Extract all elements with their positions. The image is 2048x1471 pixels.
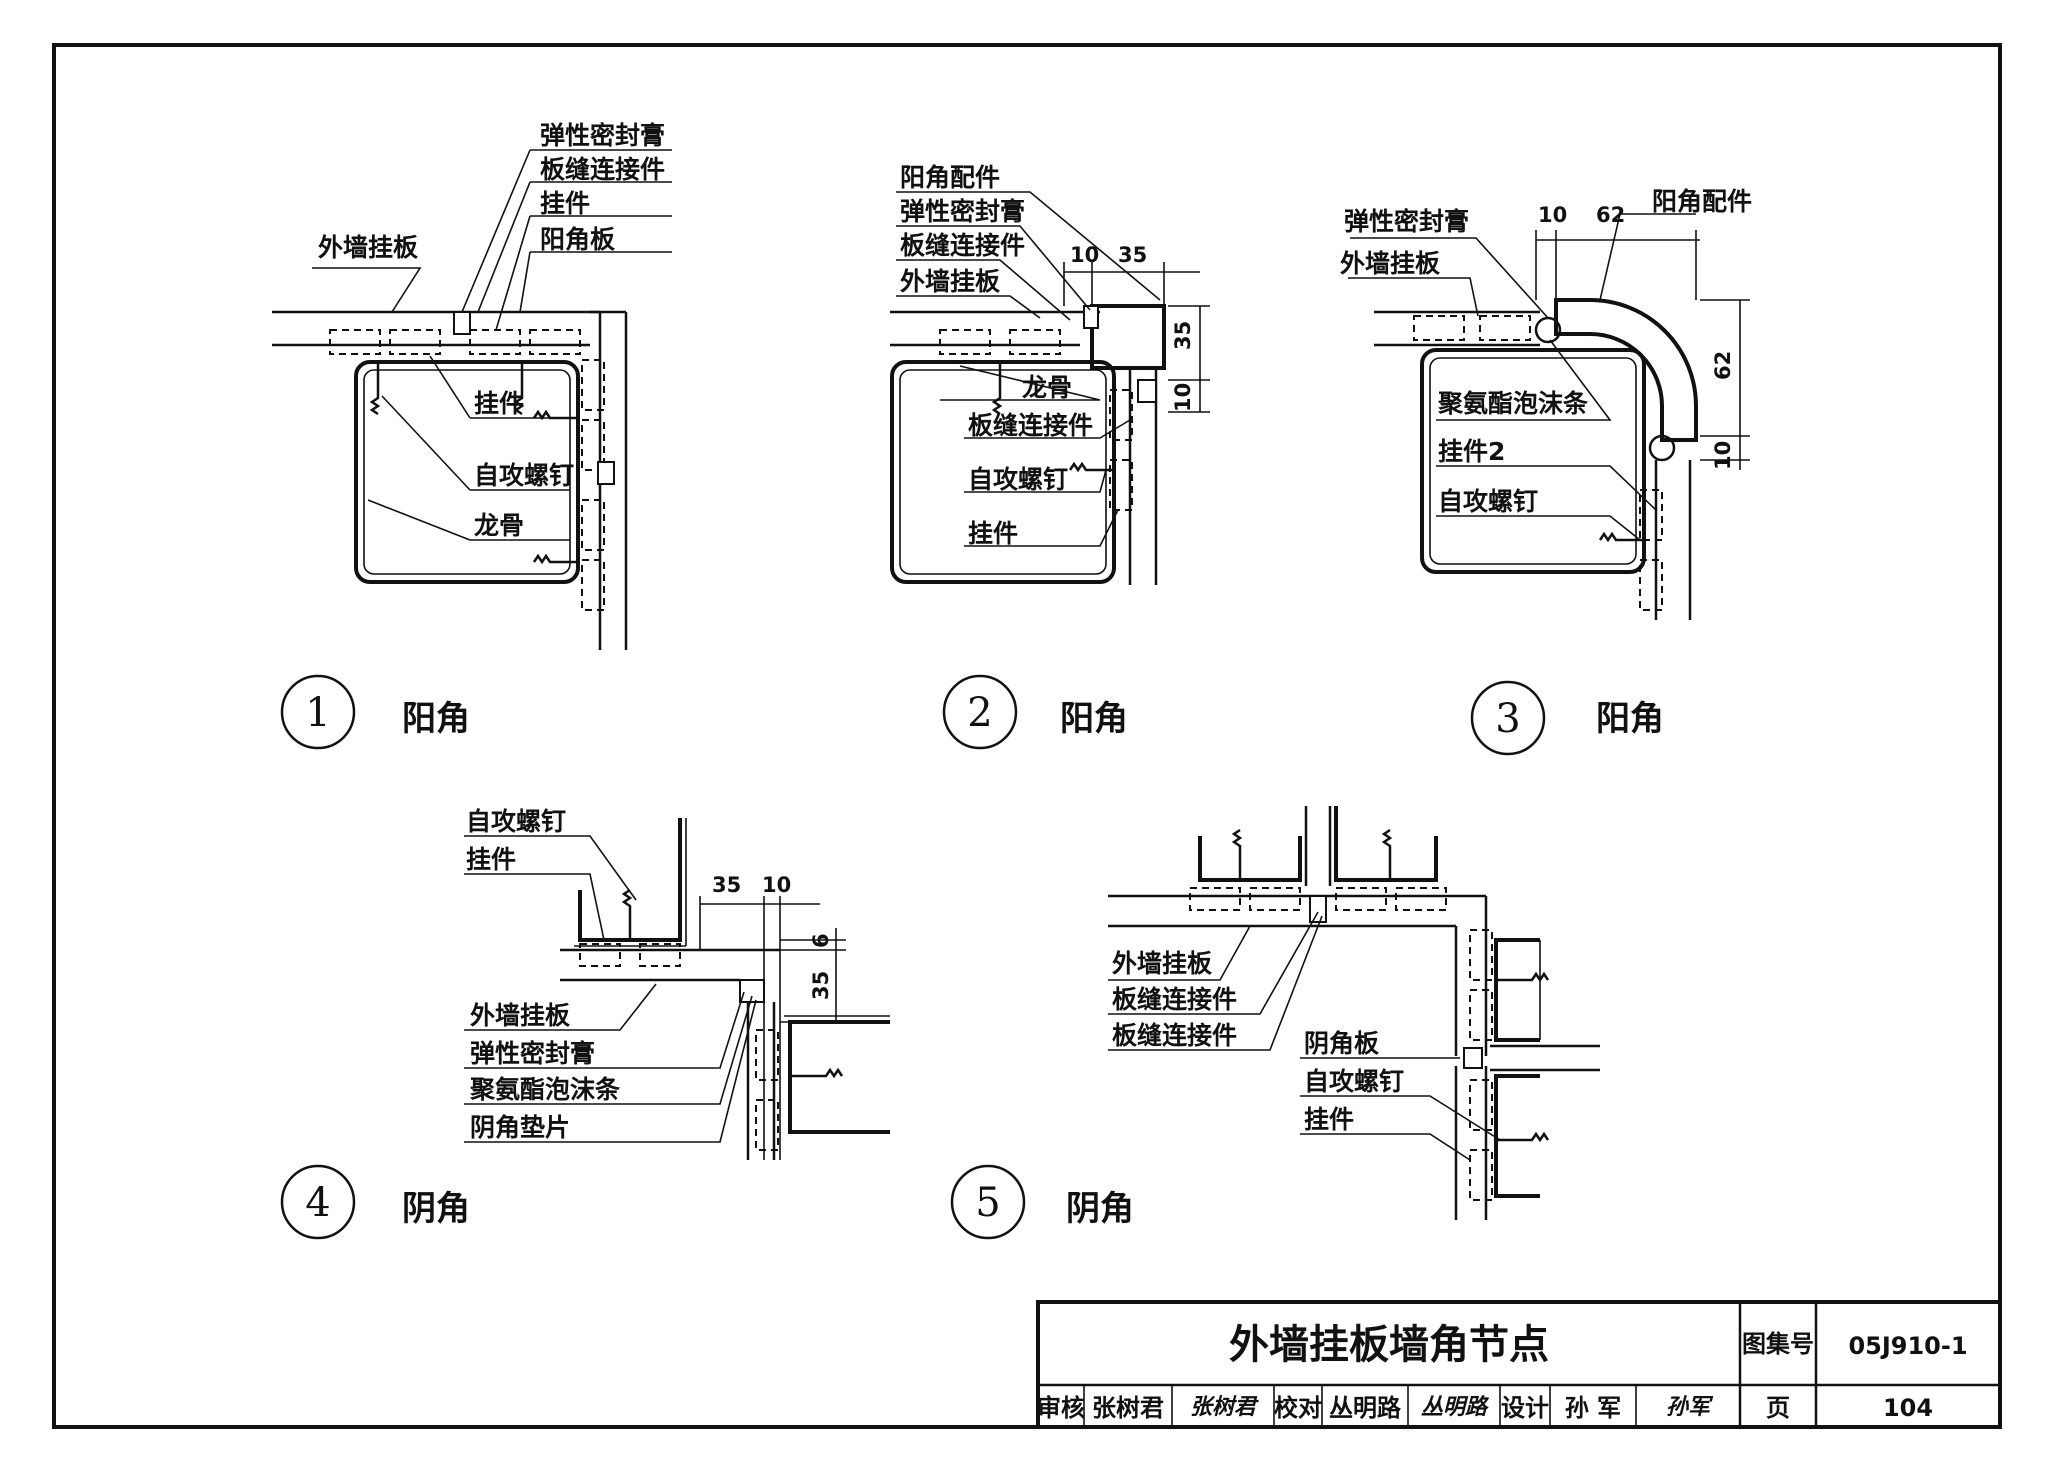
d2-label-4: 龙骨 [1022,373,1072,402]
d4-dim-1: 10 [762,873,791,897]
d2-label-2: 板缝连接件 [900,231,1025,260]
d1-label-7: 龙骨 [474,511,524,540]
d2-dim-0: 10 [1070,243,1099,267]
reviewer-signature: 张树君 [1190,1394,1259,1420]
d2-caption: 阳角 [1060,699,1128,739]
detail-2: 10 35 35 10 阳角配件 弹性密封膏 板缝连接件 外墙挂板 龙骨 板缝连… [890,163,1210,750]
d2-label-5: 板缝连接件 [968,411,1093,440]
d5-label-4: 自攻螺钉 [1304,1067,1404,1096]
d4-dim-2: 6 [809,933,833,948]
d5-label-2: 板缝连接件 [1112,1021,1237,1050]
checker-signature: 丛明路 [1421,1394,1490,1420]
d3-dim-2: 62 [1711,351,1735,380]
d1-label-2: 挂件 [540,189,590,218]
d4-label-4: 聚氨酯泡沫条 [469,1075,621,1104]
d4-label-1: 挂件 [466,845,516,874]
d1-label-0: 弹性密封膏 [540,121,665,150]
d1-caption: 阳角 [402,699,470,739]
d3-number: 3 [1495,696,1520,742]
checker-name: 丛明路 [1329,1394,1402,1422]
d3-label-3: 聚氨酯泡沫条 [1437,389,1589,418]
d4-label-5: 阴角垫片 [470,1113,570,1142]
reviewer-name: 张树君 [1092,1394,1164,1422]
page-number: 104 [1883,1394,1933,1422]
d5-label-5: 挂件 [1304,1105,1354,1134]
d4-label-2: 外墙挂板 [470,1001,570,1030]
d5-caption: 阴角 [1066,1189,1134,1229]
drawing-title: 外墙挂板墙角节点 [1229,1322,1549,1368]
d4-label-3: 弹性密封膏 [470,1039,595,1068]
d3-label-1: 外墙挂板 [1340,249,1440,278]
d2-number: 2 [967,690,992,736]
d4-number: 4 [305,1180,330,1226]
d1-label-3: 外墙挂板 [318,233,418,262]
d4-dim-0: 35 [712,873,741,897]
check-label: 校对 [1274,1394,1322,1422]
d2-label-1: 弹性密封膏 [900,197,1025,226]
title-block: 外墙挂板墙角节点 图集号 05J910-1 页 104 审核 张树君 张树君 校… [1036,1300,2002,1429]
d3-dim-3: 10 [1711,441,1735,470]
d3-caption: 阳角 [1596,699,1664,739]
d5-label-1: 板缝连接件 [1112,985,1237,1014]
d3-label-0: 弹性密封膏 [1344,207,1469,236]
d3-label-5: 自攻螺钉 [1438,487,1538,516]
d5-number: 5 [975,1180,1000,1226]
atlas-number: 05J910-1 [1848,1332,1967,1360]
d4-label-0: 自攻螺钉 [466,807,566,836]
d2-label-6: 自攻螺钉 [968,465,1068,494]
d2-label-3: 外墙挂板 [900,267,1000,296]
d4-caption: 阴角 [402,1189,470,1229]
d2-dim-2: 35 [1171,321,1195,350]
d3-label-4: 挂件2 [1438,437,1505,466]
detail-4: 35 10 6 35 自攻螺钉 挂件 外墙挂板 弹性密封膏 聚氨酯泡沫条 阴角垫… [280,807,890,1240]
d5-label-0: 外墙挂板 [1112,949,1212,978]
d3-dim-1: 62 [1596,203,1625,227]
d3-label-2: 阳角配件 [1652,187,1752,216]
d4-dim-3: 35 [809,971,833,1000]
d1-label-4: 阳角板 [540,225,615,254]
d1-number: 1 [305,690,330,736]
design-label: 设计 [1501,1394,1549,1422]
d3-dim-0: 10 [1538,203,1567,227]
sheet-border [52,43,2002,1429]
d2-dim-3: 10 [1171,383,1195,412]
d2-dim-1: 35 [1118,243,1147,267]
d2-label-7: 挂件 [968,519,1018,548]
d5-label-3: 阴角板 [1304,1029,1379,1058]
review-label: 审核 [1037,1394,1085,1422]
detail-1: 弹性密封膏 板缝连接件 挂件 外墙挂板 阳角板 挂件 自攻螺钉 龙骨 1 阳角 [272,121,672,750]
designer-signature: 孙军 [1666,1394,1714,1420]
d1-label-5: 挂件 [474,389,524,418]
d1-label-6: 自攻螺钉 [474,461,574,490]
d2-label-0: 阳角配件 [900,163,1000,192]
designer-name: 孙 军 [1565,1394,1621,1422]
atlas-label: 图集号 [1742,1330,1814,1358]
page-label: 页 [1766,1394,1790,1422]
d1-label-1: 板缝连接件 [540,155,665,184]
detail-3: 10 62 62 10 弹性密封膏 外墙挂板 阳角配件 聚氨酯泡沫条 挂件2 自… [1340,187,1752,756]
detail-5: 外墙挂板 板缝连接件 板缝连接件 阴角板 自攻螺钉 挂件 5 阴角 [950,806,1600,1240]
